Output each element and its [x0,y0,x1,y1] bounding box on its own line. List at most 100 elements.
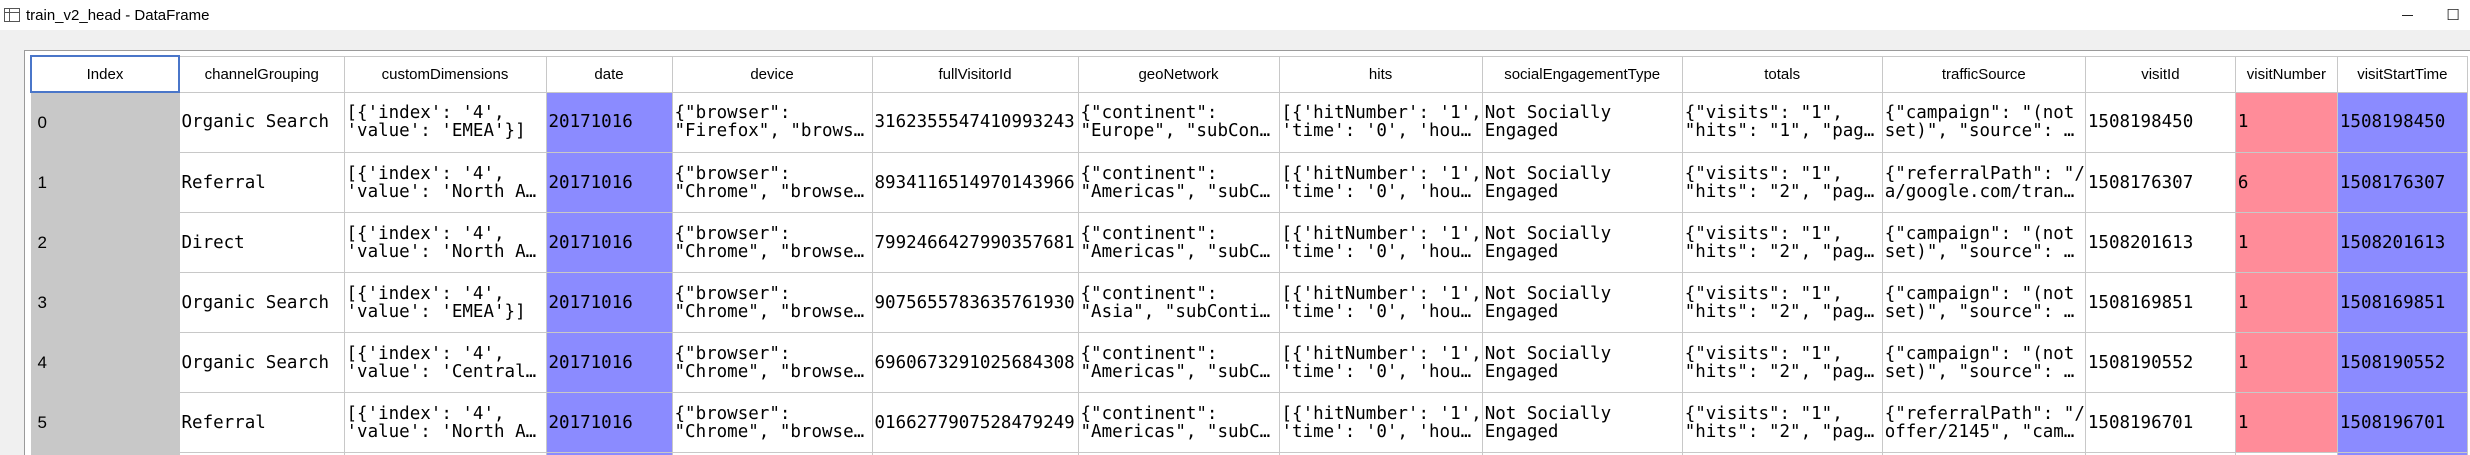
column-header-geonetwork[interactable]: geoNetwork [1077,55,1280,93]
cell-totals[interactable]: {"visits": "1","hits": "2", "pag… [1681,272,1883,333]
cell-visitid[interactable]: 1508196701 [2084,392,2236,453]
cell-index[interactable]: 1 [30,152,180,213]
cell-index[interactable]: 4 [30,332,180,393]
cell-geonetwork[interactable]: {"continent":"Americas", "subC… [1077,392,1280,453]
cell-visitstarttime[interactable]: 1508176307 [2336,152,2468,213]
cell-date[interactable]: 20171016 [545,392,673,453]
cell-fullvisitorid[interactable]: 3162355547410993243 [871,91,1079,153]
cell-index[interactable]: 3 [30,272,180,333]
cell-device[interactable]: {"browser":"Chrome", "browse… [671,272,873,333]
cell-device[interactable]: {"browser":"Chrome", "browse… [671,212,873,273]
cell-totals[interactable]: {"visits": "1","hits": "2", "pag… [1681,392,1883,453]
cell-geonetwork[interactable]: {"continent":"Asia", "subConti… [1077,272,1280,333]
cell-channelgrouping[interactable]: Organic Search [178,272,345,333]
cell-hits[interactable]: [{'hitNumber': '1','time': '0', 'hou… [1278,91,1483,153]
cell-trafficsource[interactable]: {"referralPath": "/a/google.com/tran… [1881,152,2086,213]
cell-channelgrouping[interactable]: Organic Search [178,91,345,153]
cell-visitid[interactable]: 1508169851 [2084,272,2236,333]
cell-device[interactable]: {"browser":"Chrome", "browse… [671,152,873,213]
cell-visitid[interactable]: 1508176307 [2084,152,2236,213]
cell-device[interactable]: {"browser":"Firefox", "brows… [671,91,873,153]
cell-date[interactable]: 20171016 [545,91,673,153]
cell-totals[interactable]: {"visits": "1","hits": "1", "pag… [1681,91,1883,153]
dataframe-viewer[interactable]: Index channelGrouping customDimensions d… [24,50,2470,455]
column-header-hits[interactable]: hits [1278,55,1483,93]
column-header-date[interactable]: date [545,55,673,93]
cell-hits[interactable]: [{'hitNumber': '1','time': '0', 'hou… [1278,272,1483,333]
minimize-button[interactable] [2384,0,2430,30]
cell-customdimensions[interactable]: [{'index': '4','value': 'North A… [343,212,547,273]
cell-channelgrouping[interactable]: Referral [178,152,345,213]
cell-fullvisitorid[interactable]: 9075655783635761930 [871,272,1079,333]
cell-visitnumber[interactable]: 1 [2234,272,2338,333]
cell-hits[interactable]: [{'hitNumber': '1','time': '0', 'hou… [1278,392,1483,453]
cell-customdimensions[interactable]: [{'index': '4','value': 'EMEA'}] [343,272,547,333]
column-header-socialengagementtype[interactable]: socialEngagementType [1481,55,1683,93]
cell-visitnumber[interactable]: 1 [2234,332,2338,393]
cell-totals[interactable]: {"visits": "1","hits": "2", "pag… [1681,152,1883,213]
cell-index[interactable]: 0 [30,91,180,153]
cell-visitnumber[interactable]: 6 [2234,152,2338,213]
cell-customdimensions[interactable]: [{'index': '4','value': 'North A… [343,392,547,453]
cell-channelgrouping[interactable]: Referral [178,392,345,453]
column-header-trafficsource[interactable]: trafficSource [1881,55,2086,93]
column-header-visitnumber[interactable]: visitNumber [2234,55,2338,93]
cell-customdimensions[interactable]: [{'index': '4','value': 'EMEA'}] [343,91,547,153]
column-header-channelgrouping[interactable]: channelGrouping [178,55,345,93]
cell-fullvisitorid[interactable]: 7992466427990357681 [871,212,1079,273]
cell-index[interactable]: 5 [30,392,180,453]
column-header-fullvisitorid[interactable]: fullVisitorId [871,55,1079,93]
cell-visitid[interactable]: 1508198450 [2084,91,2236,153]
cell-date[interactable]: 20171016 [545,272,673,333]
cell-fullvisitorid[interactable]: 0166277907528479249 [871,392,1079,453]
cell-totals[interactable]: {"visits": "1","hits": "2", "pag… [1681,332,1883,393]
cell-visitstarttime[interactable]: 1508169851 [2336,272,2468,333]
cell-visitstarttime[interactable]: 1508196701 [2336,392,2468,453]
cell-visitstarttime[interactable]: 1508190552 [2336,332,2468,393]
column-header-customdimensions[interactable]: customDimensions [343,55,547,93]
cell-visitstarttime[interactable]: 1508201613 [2336,212,2468,273]
cell-index[interactable]: 2 [30,212,180,273]
cell-hits[interactable]: [{'hitNumber': '1','time': '0', 'hou… [1278,152,1483,213]
cell-device[interactable]: {"browser":"Chrome", "browse… [671,392,873,453]
cell-hits[interactable]: [{'hitNumber': '1','time': '0', 'hou… [1278,212,1483,273]
cell-geonetwork[interactable]: {"continent":"Europe", "subCon… [1077,91,1280,153]
cell-date[interactable]: 20171016 [545,332,673,393]
column-header-totals[interactable]: totals [1681,55,1883,93]
cell-customdimensions[interactable]: [{'index': '4','value': 'North A… [343,152,547,213]
column-header-visitstarttime[interactable]: visitStartTime [2336,55,2468,93]
cell-device[interactable]: {"browser":"Chrome", "browse… [671,332,873,393]
column-header-device[interactable]: device [671,55,873,93]
cell-date[interactable]: 20171016 [545,212,673,273]
cell-visitnumber[interactable]: 1 [2234,212,2338,273]
cell-fullvisitorid[interactable]: 6960673291025684308 [871,332,1079,393]
cell-customdimensions[interactable]: [{'index': '4','value': 'Central… [343,332,547,393]
maximize-button[interactable]: ☐ [2430,0,2470,30]
cell-geonetwork[interactable]: {"continent":"Americas", "subC… [1077,332,1280,393]
cell-visitid[interactable]: 1508190552 [2084,332,2236,393]
cell-visitid[interactable]: 1508201613 [2084,212,2236,273]
cell-trafficsource[interactable]: {"referralPath": "/offer/2145", "cam… [1881,392,2086,453]
cell-channelgrouping[interactable]: Organic Search [178,332,345,393]
column-header-visitid[interactable]: visitId [2084,55,2236,93]
cell-date[interactable]: 20171016 [545,152,673,213]
cell-fullvisitorid[interactable]: 8934116514970143966 [871,152,1079,213]
cell-geonetwork[interactable]: {"continent":"Americas", "subC… [1077,152,1280,213]
cell-visitstarttime[interactable]: 1508198450 [2336,91,2468,153]
cell-visitnumber[interactable]: 1 [2234,392,2338,453]
cell-visitnumber[interactable]: 1 [2234,91,2338,153]
cell-geonetwork[interactable]: {"continent":"Americas", "subC… [1077,212,1280,273]
cell-totals[interactable]: {"visits": "1","hits": "2", "pag… [1681,212,1883,273]
cell-hits[interactable]: [{'hitNumber': '1','time': '0', 'hou… [1278,332,1483,393]
column-header-index[interactable]: Index [30,55,180,93]
